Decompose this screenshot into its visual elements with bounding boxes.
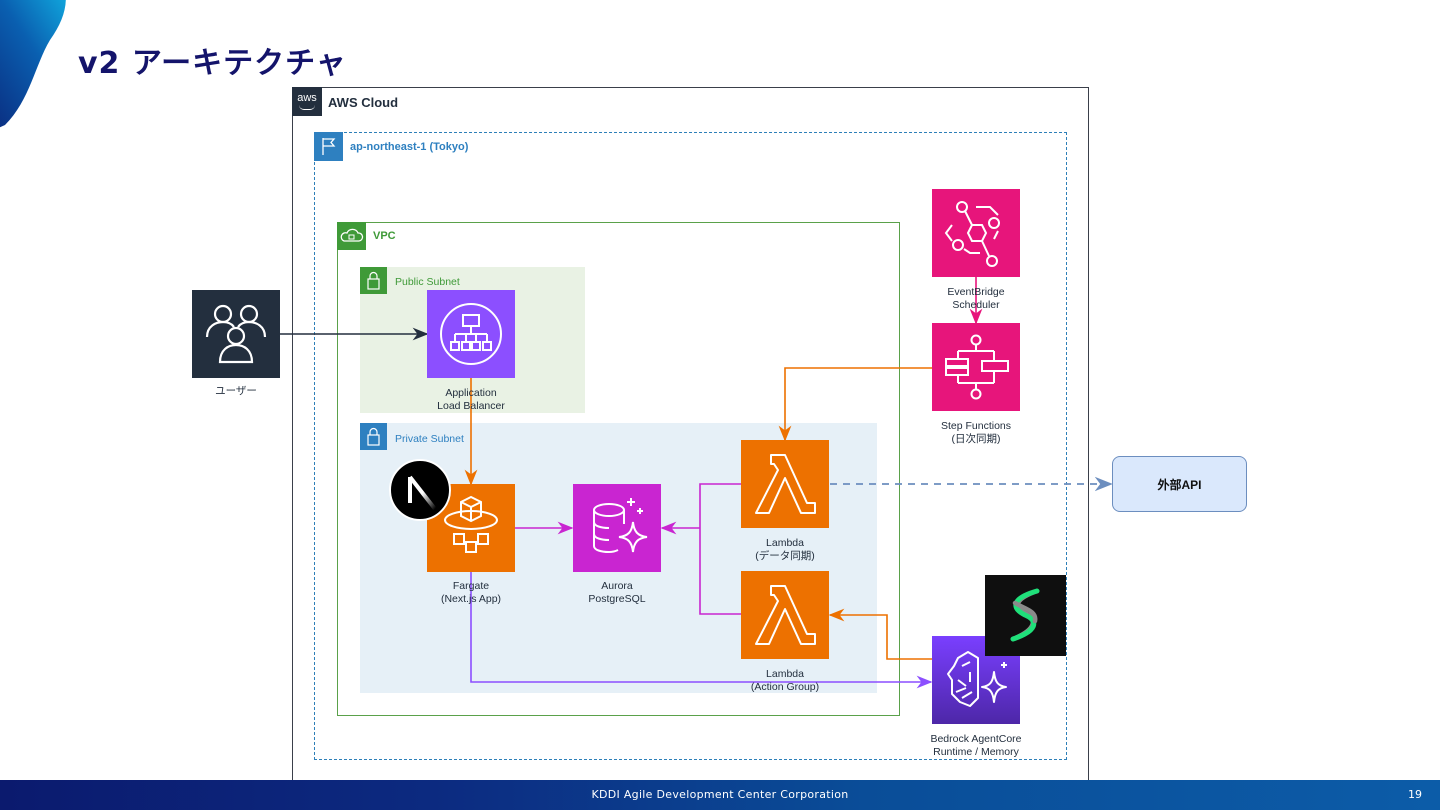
alb-label-line2: Load Balancer [437,400,505,412]
lambda-icon [755,454,816,514]
slide-title: v2 アーキテクチャ [78,46,347,81]
lambda-sync-label-line1: Lambda [766,537,804,549]
aws-logo-text: aws [297,92,317,104]
bedrock-label-line2: Runtime / Memory [933,746,1019,758]
aurora-label-line1: Aurora [601,580,633,592]
eventbridge-icon [944,201,1000,267]
lambda-action-label-line1: Lambda [766,668,804,680]
vpc-cloud-icon [337,222,366,250]
user-label: ユーザー [215,385,257,397]
fargate-icon [444,495,498,553]
region-label: ap-northeast-1 (Tokyo) [350,141,469,153]
aurora-node[interactable] [573,484,661,572]
external-api-node[interactable]: 外部API [1112,456,1247,512]
lambda-action-node[interactable] [741,571,829,659]
users-icon [205,304,267,364]
fargate-label-line2: (Next.js App) [440,593,502,605]
bedrock-label-line1: Bedrock AgentCore [930,733,1022,745]
vpc-group [337,222,900,716]
aurora-icon [593,498,648,554]
load-balancer-icon [440,303,502,365]
step-functions-icon [945,334,1009,400]
footer-bar [0,780,1440,810]
fargate-label-line1: Fargate [452,580,490,592]
public-subnet-label: Public Subnet [395,276,460,288]
lambda-action-label: Lambda(Action Group) [751,668,819,694]
public-subnet-lock-icon [360,267,387,294]
lambda-sync-label: Lambda(データ同期) [755,537,815,563]
lambda-sync-node[interactable] [741,440,829,528]
user-node[interactable] [192,290,280,378]
eventbridge-label-line1: EventBridge [947,286,1005,298]
decorative-blob [0,0,66,128]
step-functions-label-line2: (日次同期) [951,433,1001,445]
page-number: 19 [1408,788,1422,801]
private-subnet-label: Private Subnet [395,433,464,445]
footer-company: KDDI Agile Development Center Corporatio… [591,788,849,801]
alb-label-line1: Application [445,387,497,399]
aurora-label-line2: PostgreSQL [588,593,646,605]
nextjs-logo-icon [389,459,451,521]
lambda-sync-label-line2: (データ同期) [755,550,815,562]
step-functions-label-line1: Step Functions [940,420,1012,432]
region-flag-icon [314,132,343,161]
lambda-action-label-line2: (Action Group) [750,681,820,693]
region-group [314,132,1067,760]
lambda-icon [755,585,816,645]
strands-logo-icon [985,575,1066,656]
aws-logo-icon: aws [292,87,322,116]
step-functions-label: Step Functions(日次同期) [941,420,1011,446]
fargate-label: Fargate(Next.js App) [441,580,501,606]
eventbridge-label-line2: Scheduler [952,299,1000,311]
private-subnet-lock-icon [360,423,387,450]
bedrock-agentcore-icon [947,651,1007,707]
alb-node[interactable] [427,290,515,378]
vpc-label: VPC [373,230,396,242]
aws-cloud-label: AWS Cloud [328,95,399,110]
step-functions-node[interactable] [932,323,1020,411]
eventbridge-node[interactable] [932,189,1020,277]
